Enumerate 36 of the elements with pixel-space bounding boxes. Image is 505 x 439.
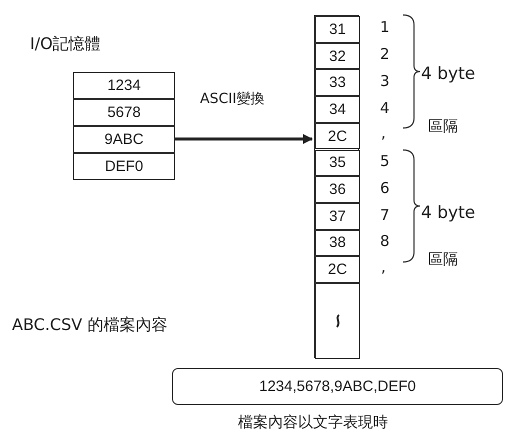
table-cell: 37 (315, 202, 360, 230)
character-label: 5 (380, 152, 390, 170)
file-column (314, 15, 359, 358)
node-label: 檔案內容以文字表現時 (238, 413, 388, 432)
character-label: 7 (380, 206, 390, 224)
group-heading: I/O記憶體 (30, 34, 101, 55)
character-label: 4 (380, 99, 390, 117)
table-cell: 35 (315, 150, 360, 176)
table-cell: 9ABC (73, 126, 175, 153)
table-cell: 38 (315, 230, 360, 256)
table-cell: 33 (315, 69, 360, 96)
separator-label: 區隔 (428, 250, 458, 269)
character-label: 6 (380, 179, 390, 197)
file-content-label: ABC.CSV 的檔案內容 (12, 315, 168, 336)
separator-label: 區隔 (428, 117, 458, 136)
table-cell: 2C (315, 256, 360, 283)
table-cell: 34 (315, 96, 360, 123)
byte-count-label: 4 byte (421, 203, 476, 223)
table-cell: 32 (315, 42, 360, 70)
character-label: 3 (380, 72, 390, 90)
table-cell: DEF0 (73, 153, 175, 180)
character-label: 2 (380, 45, 390, 63)
break-cell (315, 283, 360, 359)
character-label: , (381, 258, 386, 276)
text-bar: 1234,5678,9ABC,DEF0 (172, 368, 503, 405)
table-cell: 5678 (73, 99, 175, 126)
character-label: 8 (380, 232, 390, 250)
byte-count-label: 4 byte (421, 64, 476, 84)
table-cell: 31 (315, 16, 360, 43)
arrow (175, 134, 313, 144)
table-cell: 2C (315, 122, 360, 150)
edge-label: ASCII變換 (200, 90, 264, 108)
character-label: , (381, 124, 386, 142)
table-cell: 36 (315, 176, 360, 203)
table-cell: 1234 (73, 72, 175, 99)
character-label: 1 (380, 18, 390, 36)
